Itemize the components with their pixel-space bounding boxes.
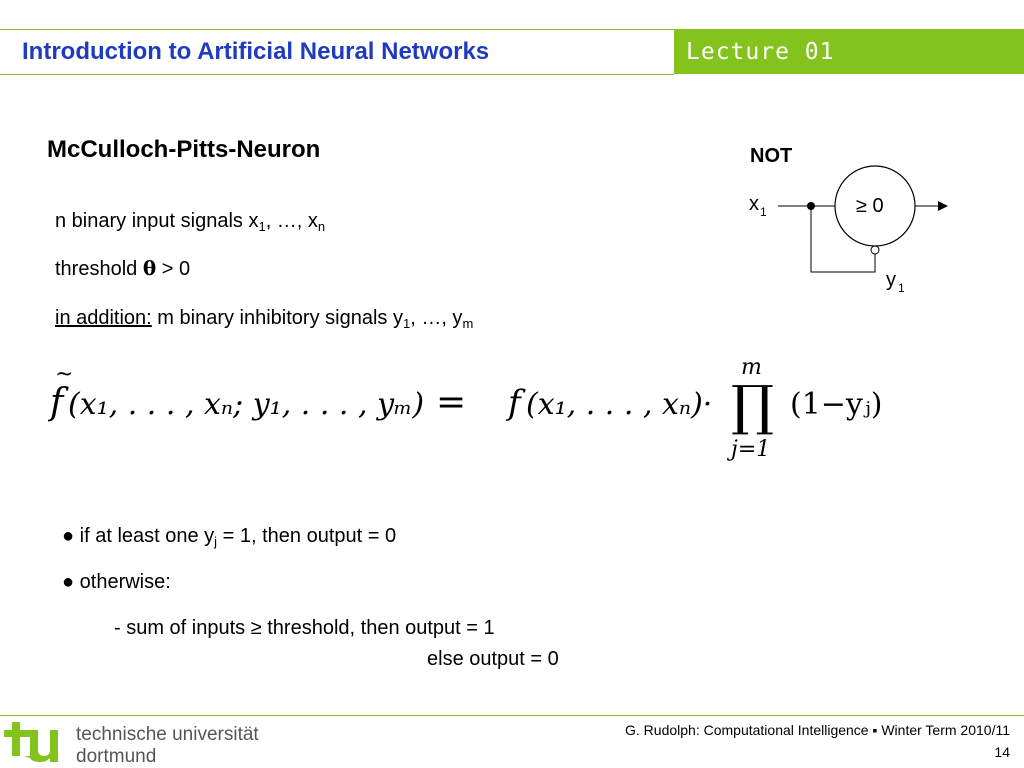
input-signals-text: n binary input signals x1, …, xn: [55, 210, 325, 233]
theta-symbol: θ: [142, 256, 157, 280]
product-upper-bound: m: [741, 355, 762, 380]
inhibitory-input-circle: [870, 245, 880, 255]
formula-tilde: ~: [55, 362, 73, 387]
course-title: Introduction to Artificial Neural Networ…: [22, 38, 490, 65]
formula-rhs-f: f: [505, 383, 526, 423]
university-line-1: technische universität: [76, 724, 259, 745]
threshold-prefix: threshold: [55, 258, 143, 280]
inhibitory-mid: , …, y: [410, 307, 463, 329]
neuron-threshold: ≥ 0: [856, 195, 884, 217]
page-number: 14: [994, 744, 1010, 760]
sub-rule-line-2: else output = 0: [427, 648, 559, 670]
product-term: (1−yⱼ): [790, 387, 883, 422]
diagram-input-sub: 1: [760, 205, 767, 219]
input-signals-prefix: n binary input signals x: [55, 210, 259, 232]
diagram-title: NOT: [750, 145, 792, 167]
formula-rhs-args: (x₁, . . . , xₙ)·: [526, 387, 712, 422]
product-symbol: ∏: [731, 374, 774, 437]
in-addition-label: in addition:: [55, 307, 152, 329]
bullet-dot-icon: ●: [62, 571, 75, 593]
bullet-2-text: otherwise:: [74, 571, 171, 593]
header-rule: [0, 74, 674, 75]
not-neuron-diagram: NOT x 1 ≥ 0 y 1: [749, 145, 948, 295]
output-arrow-icon: [938, 201, 948, 211]
university-name: technische universität dortmund: [76, 724, 259, 768]
formula-lhs-args: (x₁, . . . , xₙ; y₁, . . . , yₘ): [68, 387, 424, 422]
product-lower-bound: j=1: [726, 437, 770, 462]
bullet-1-prefix: if at least one y: [74, 525, 215, 547]
diagram-input-label: x: [749, 193, 759, 215]
inhibitory-text: in addition: m binary inhibitory signals…: [55, 307, 473, 330]
lecture-band: Lecture 01: [674, 30, 1024, 74]
slide-title: McCulloch-Pitts-Neuron: [47, 136, 321, 163]
feedback-line: [810, 206, 876, 273]
inhib-sub-1: 1: [402, 316, 411, 331]
bullet-1-suffix: = 1, then output = 0: [217, 525, 397, 547]
bullet-dot-icon: ●: [62, 525, 75, 547]
threshold-suffix: > 0: [156, 258, 191, 280]
tu-logo: [4, 722, 58, 762]
input-sub-n: n: [317, 219, 326, 234]
university-line-2: dortmund: [76, 746, 157, 767]
formula-equals: =: [436, 382, 466, 423]
input-sub-1: 1: [258, 219, 266, 234]
slide-header: Introduction to Artificial Neural Networ…: [0, 30, 1024, 74]
threshold-text: threshold θ > 0: [55, 256, 190, 281]
diagram-inhib-label: y: [886, 269, 896, 291]
bullet-item-2: ● otherwise:: [62, 571, 171, 594]
bullet-item-1: ● if at least one yj = 1, then output = …: [62, 525, 396, 548]
bullet-1-sub: j: [214, 534, 218, 549]
footer-rule: [0, 715, 1024, 716]
sub-rule-line-1: - sum of inputs ≥ threshold, then output…: [114, 617, 495, 639]
lecture-label: Lecture 01: [686, 39, 835, 65]
inhib-sub-m: m: [462, 316, 474, 331]
neuron-formula: f ~ (x₁, . . . , xₙ; y₁, . . . , yₘ) = f…: [48, 355, 883, 462]
top-accent-line: [0, 29, 1024, 30]
formula-lhs-f: f: [48, 382, 69, 423]
diagram-inhib-sub: 1: [898, 281, 905, 295]
footer-credit: G. Rudolph: Computational Intelligence ▪…: [625, 722, 1010, 738]
inhibitory-prefix: m binary inhibitory signals y: [151, 307, 403, 329]
input-signals-mid: , …, x: [265, 210, 318, 232]
